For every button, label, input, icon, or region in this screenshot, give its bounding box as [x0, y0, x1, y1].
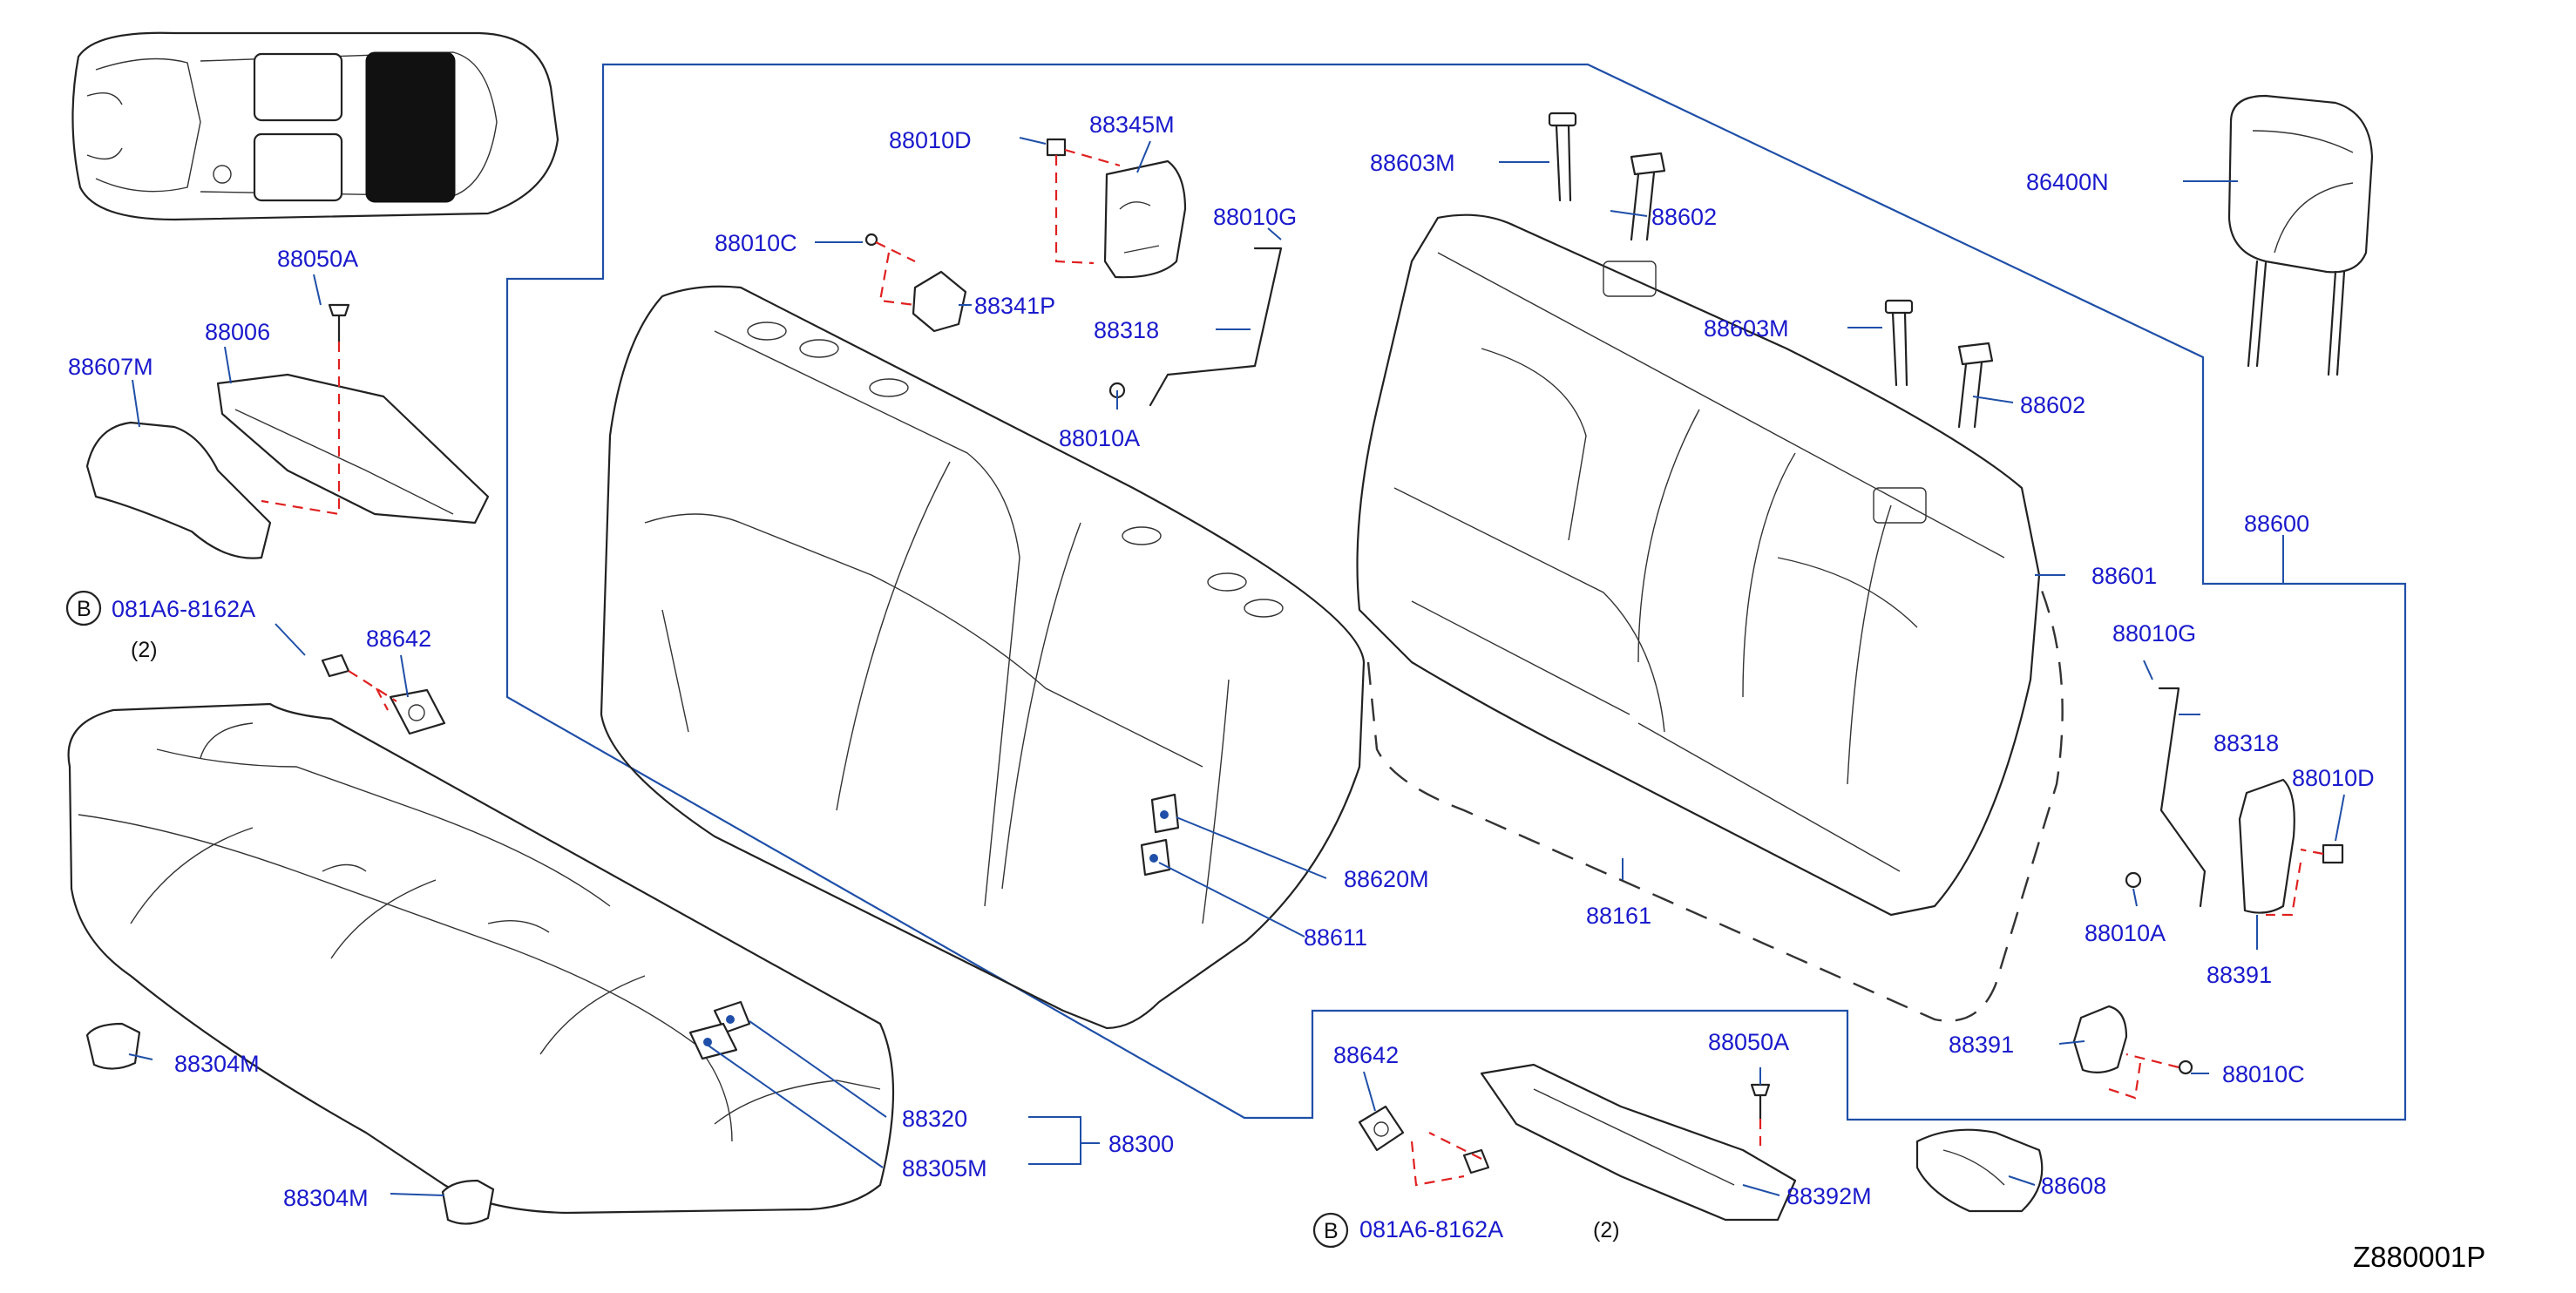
label-88608: 88608 — [2041, 1173, 2106, 1199]
label-88603M-mid: 88603M — [1704, 315, 1789, 342]
label-88603M-top: 88603M — [1370, 150, 1455, 176]
label-88010C-low: 88010C — [2222, 1061, 2305, 1087]
label-88010C-top: 88010C — [715, 230, 797, 256]
alignment-lines — [261, 148, 2324, 1187]
back-frame — [1356, 213, 2041, 917]
hook-88642-top — [389, 688, 446, 735]
label-88318-right: 88318 — [2213, 730, 2279, 756]
label-88050A-top: 88050A — [277, 246, 358, 272]
label-88050A-low: 88050A — [1708, 1029, 1789, 1055]
bracket-88391-low — [2072, 1005, 2128, 1073]
latch-88608 — [1915, 1128, 2044, 1213]
label-88601: 88601 — [2091, 563, 2157, 589]
label-88391-right: 88391 — [2207, 962, 2272, 988]
label-081A6-low: 081A6-8162A — [1359, 1216, 1503, 1242]
vehicle-locator-icon — [71, 31, 559, 221]
latch-88341P — [912, 270, 967, 333]
bolt-badge-top — [65, 590, 102, 626]
label-88320: 88320 — [902, 1106, 967, 1132]
hook-88642-low — [1358, 1105, 1405, 1152]
label-081A6-top: 081A6-8162A — [112, 596, 255, 622]
label-88318-top: 88318 — [1094, 317, 1159, 343]
qty-top: (2) — [131, 638, 158, 662]
label-88345M: 88345M — [1089, 112, 1175, 138]
label-88602-top: 88602 — [1651, 204, 1717, 230]
label-88010A-right: 88010A — [2085, 920, 2166, 946]
label-88642-low: 88642 — [1333, 1042, 1399, 1068]
label-88305M: 88305M — [902, 1155, 987, 1181]
qty-low: (2) — [1593, 1218, 1620, 1242]
label-88391-low: 88391 — [1949, 1032, 2014, 1058]
label-88010G-top: 88010G — [1213, 204, 1297, 230]
label-88600: 88600 — [2244, 511, 2309, 537]
clip-88304M-b — [441, 1179, 495, 1225]
hardware — [321, 112, 2344, 1175]
seat-cushion — [67, 702, 895, 1215]
diagram-code: Z880001P — [2353, 1241, 2485, 1273]
bracket-88006 — [216, 373, 490, 525]
label-88602-mid: 88602 — [2020, 392, 2085, 418]
label-88607M: 88607M — [68, 354, 153, 380]
bracket-88607M — [85, 421, 272, 559]
assembly-88600-outline — [505, 63, 2407, 1121]
label-88304M-a: 88304M — [174, 1051, 260, 1077]
rod-88318-right — [2158, 687, 2207, 908]
bracket-88345M — [1103, 159, 1187, 279]
label-88611: 88611 — [1304, 924, 1367, 951]
cushion-tab-88305M — [688, 1022, 738, 1060]
headrest — [2227, 94, 2374, 376]
label-88304M-b: 88304M — [283, 1185, 369, 1211]
seat-back — [600, 285, 1366, 1030]
label-88010D-right: 88010D — [2292, 765, 2375, 791]
clip-88304M-a — [85, 1022, 141, 1070]
rod-88318-top — [1149, 247, 1283, 407]
label-88392M: 88392M — [1786, 1183, 1872, 1209]
bolt-badge-top-letter: B — [77, 597, 92, 621]
label-86400N: 86400N — [2026, 169, 2109, 195]
label-88006: 88006 — [205, 319, 270, 345]
bolt-badge-low — [1312, 1212, 1349, 1249]
bracket-88391-right — [2238, 778, 2295, 914]
label-88161: 88161 — [1586, 903, 1651, 929]
label-88010A-top: 88010A — [1059, 425, 1140, 451]
label-88620M: 88620M — [1344, 866, 1429, 892]
label-88300: 88300 — [1108, 1131, 1174, 1157]
label-88010G-right: 88010G — [2112, 620, 2196, 646]
bracket-88392M — [1480, 1063, 1797, 1222]
label-88341P: 88341P — [974, 293, 1055, 319]
label-88642-top: 88642 — [366, 626, 431, 652]
label-88010D-top: 88010D — [889, 127, 972, 153]
pad-88161-outline — [1366, 583, 2064, 1022]
bolt-badge-low-letter: B — [1324, 1219, 1339, 1243]
leader-lines — [128, 137, 2345, 1196]
